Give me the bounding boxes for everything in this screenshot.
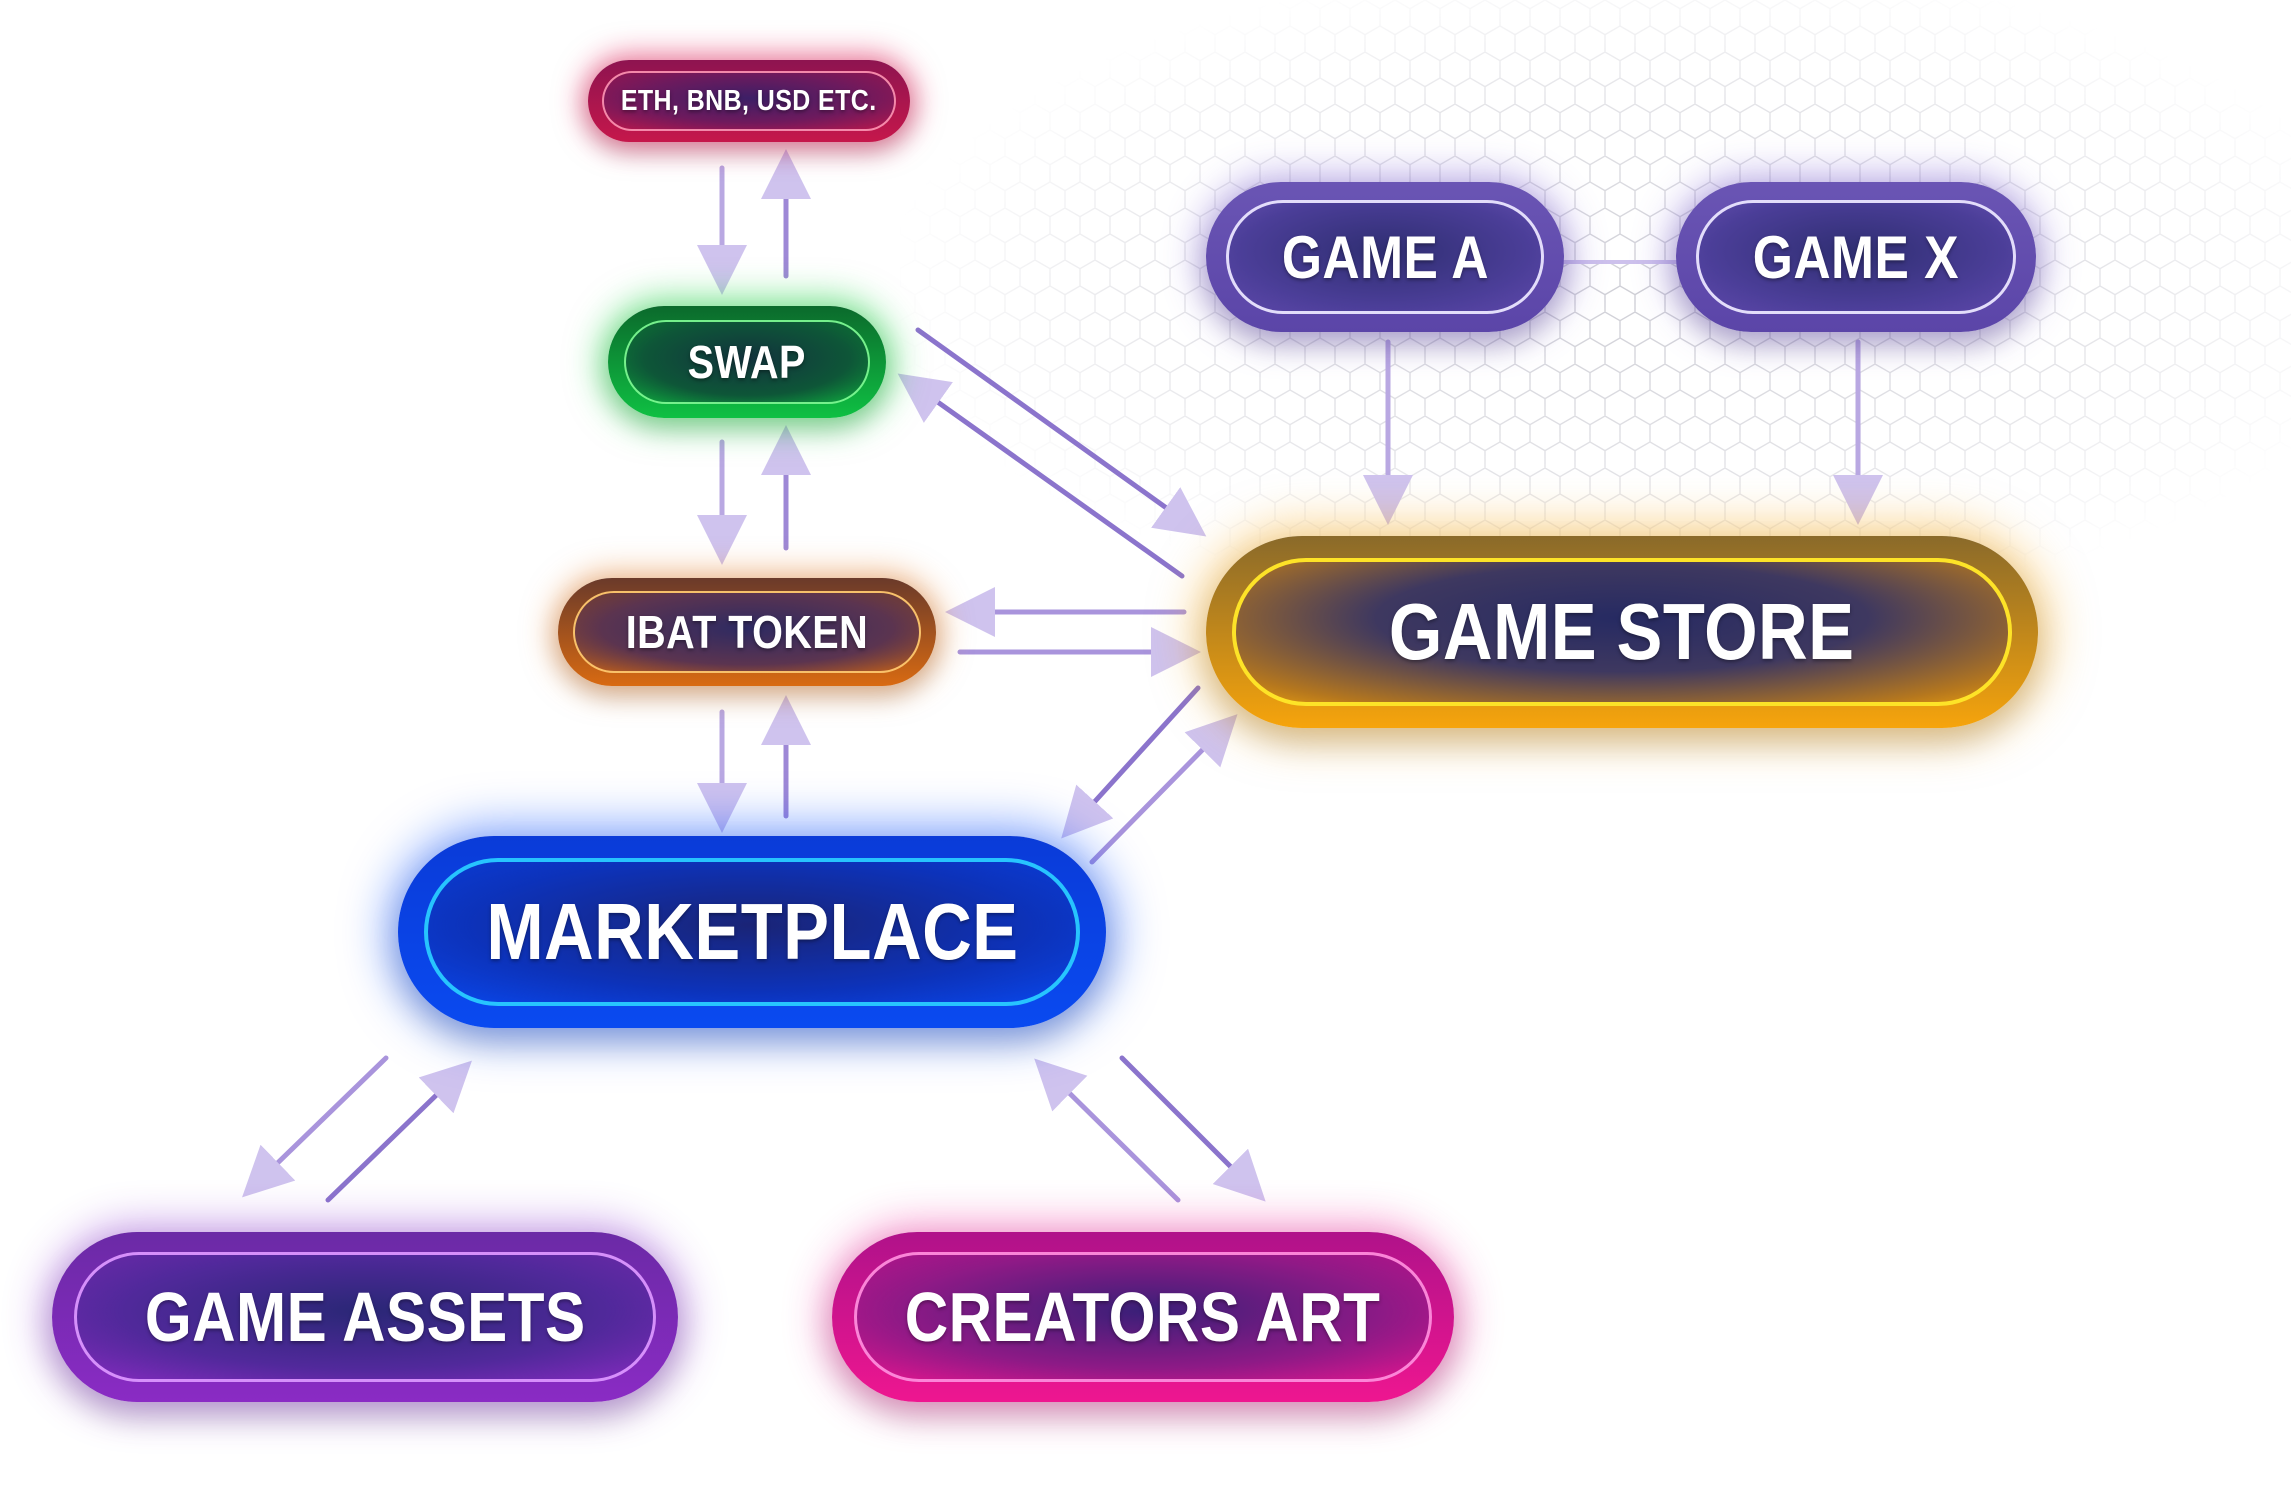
node-game-assets-inner-border xyxy=(74,1252,656,1382)
node-creators-art-label: CREATORS ART xyxy=(905,1278,1381,1356)
node-game-assets-label: GAME ASSETS xyxy=(144,1278,586,1356)
arrow-marketplace-to-assets xyxy=(242,1055,389,1198)
node-game-a-inner-border xyxy=(1226,200,1544,314)
node-marketplace-label: MARKETPLACE xyxy=(485,887,1019,976)
node-swap: SWAP xyxy=(608,306,886,418)
node-creators-art-inner-border xyxy=(854,1252,1432,1382)
arrow-art-to-marketplace xyxy=(1034,1058,1181,1203)
node-currencies: ETH, BNB, USD ETC. xyxy=(588,60,910,142)
node-ibat-token-label: IBAT TOKEN xyxy=(625,606,869,658)
node-swap-label: SWAP xyxy=(687,336,807,388)
node-game-store-inner-border xyxy=(1232,558,2012,706)
arrow-marketplace-to-art xyxy=(1119,1055,1266,1202)
node-game-store-label: GAME STORE xyxy=(1389,587,1855,676)
node-ibat-token: IBAT TOKEN xyxy=(558,578,936,686)
node-ibat-token-inner-border xyxy=(573,591,921,673)
node-currencies-label: ETH, BNB, USD ETC. xyxy=(621,84,877,117)
node-swap-inner-border xyxy=(624,320,870,404)
arrow-marketplace-to-store xyxy=(1089,714,1238,865)
arrow-swap-to-store xyxy=(915,327,1207,537)
arrow-store-to-swap xyxy=(897,373,1185,579)
node-game-assets: GAME ASSETS xyxy=(52,1232,678,1402)
node-game-x-label: GAME X xyxy=(1752,223,1960,291)
node-marketplace: MARKETPLACE xyxy=(398,836,1106,1028)
arrow-assets-to-marketplace xyxy=(325,1060,472,1203)
node-game-x: GAME X xyxy=(1676,182,2036,332)
node-game-x-inner-border xyxy=(1696,200,2016,314)
node-currencies-inner-border xyxy=(602,71,896,131)
node-game-a: GAME A xyxy=(1206,182,1564,332)
node-game-store: GAME STORE xyxy=(1206,536,2038,728)
node-marketplace-inner-border xyxy=(424,858,1080,1006)
node-creators-art: CREATORS ART xyxy=(832,1232,1454,1402)
arrow-store-to-marketplace xyxy=(1061,685,1201,839)
node-game-a-label: GAME A xyxy=(1281,223,1489,291)
